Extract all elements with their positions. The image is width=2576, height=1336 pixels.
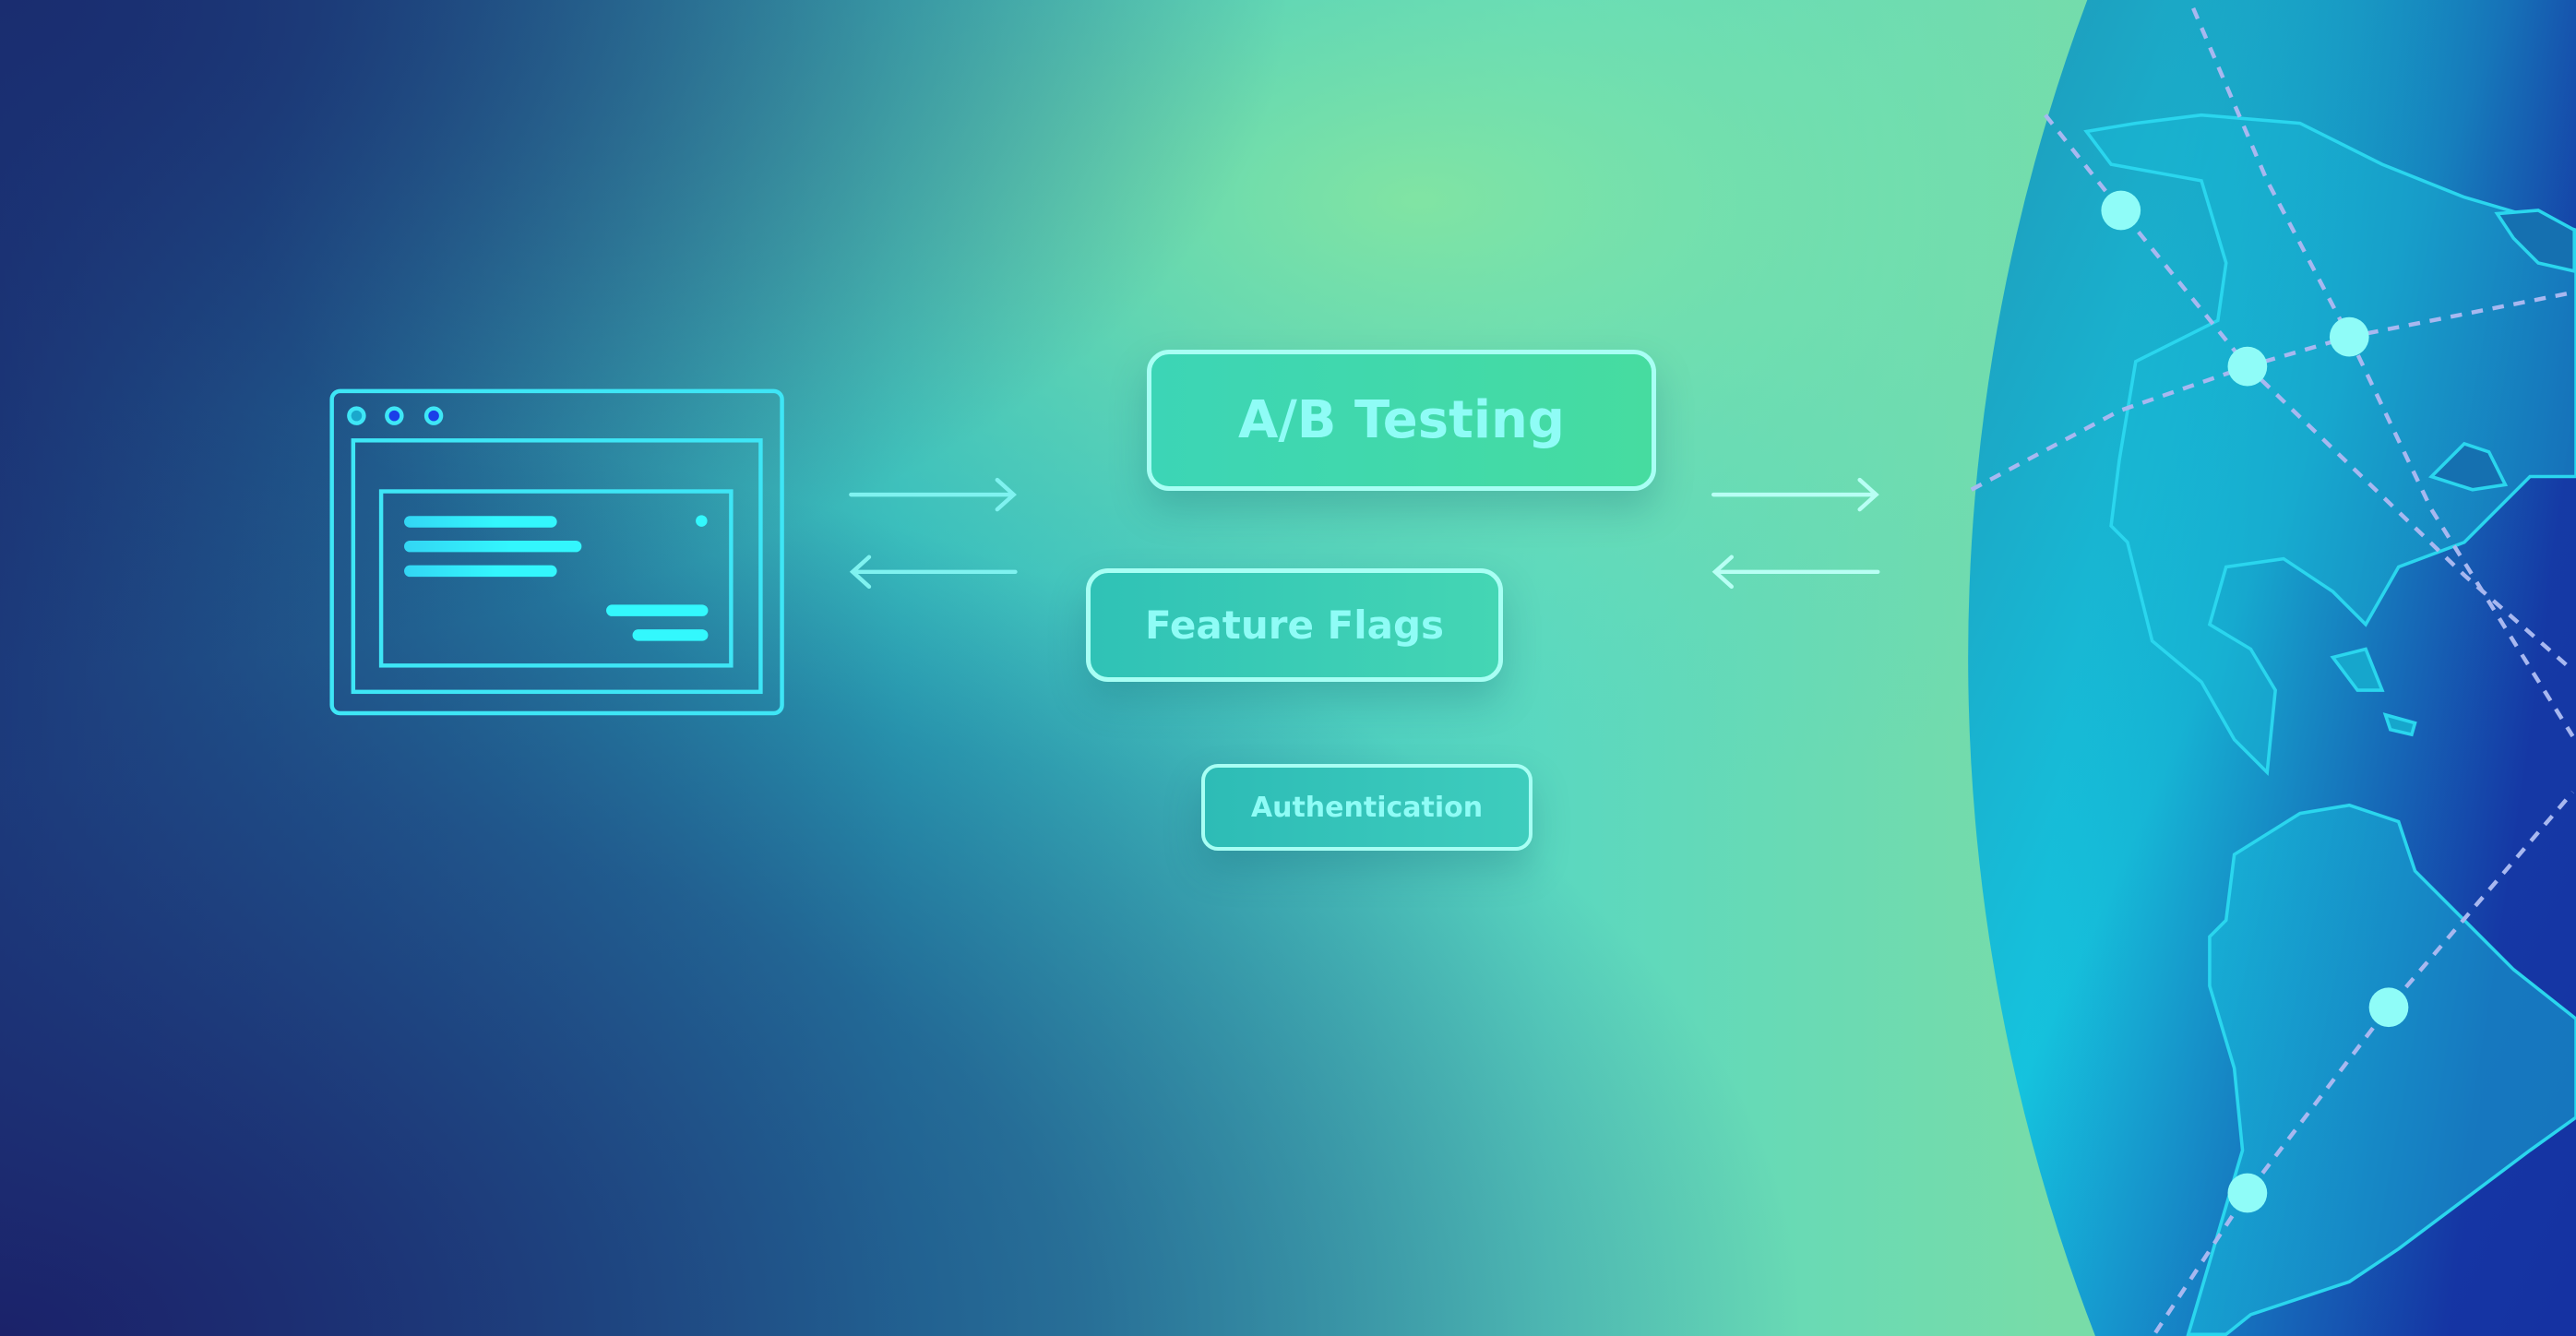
location-dot [2227, 346, 2268, 387]
ab-testing-label: A/B Testing [1238, 390, 1565, 450]
arrow-left-icon [1711, 555, 1880, 590]
location-dots [2101, 190, 2409, 1213]
location-dot [2329, 316, 2369, 357]
arrow-right-icon [849, 477, 1017, 512]
feature-flags-box: Feature Flags [1086, 568, 1503, 682]
authentication-box: Authentication [1201, 764, 1532, 851]
arrow-left-icon [849, 555, 1018, 590]
location-dot [2227, 1173, 2268, 1213]
location-dot [2368, 987, 2409, 1028]
authentication-label: Authentication [1250, 791, 1484, 824]
lake-outline [2427, 441, 2509, 492]
south-america-outline [2186, 803, 2576, 1336]
globe [1968, 0, 2576, 1336]
arrow-right-icon [1711, 477, 1879, 512]
feature-flags-label: Feature Flags [1144, 602, 1445, 648]
ab-testing-box: A/B Testing [1147, 350, 1656, 491]
browser-window-icon [329, 388, 784, 716]
north-america-outline [2083, 113, 2576, 777]
location-dot [2101, 190, 2141, 231]
island-outline [2330, 647, 2417, 737]
greenland-outline [2494, 209, 2576, 274]
